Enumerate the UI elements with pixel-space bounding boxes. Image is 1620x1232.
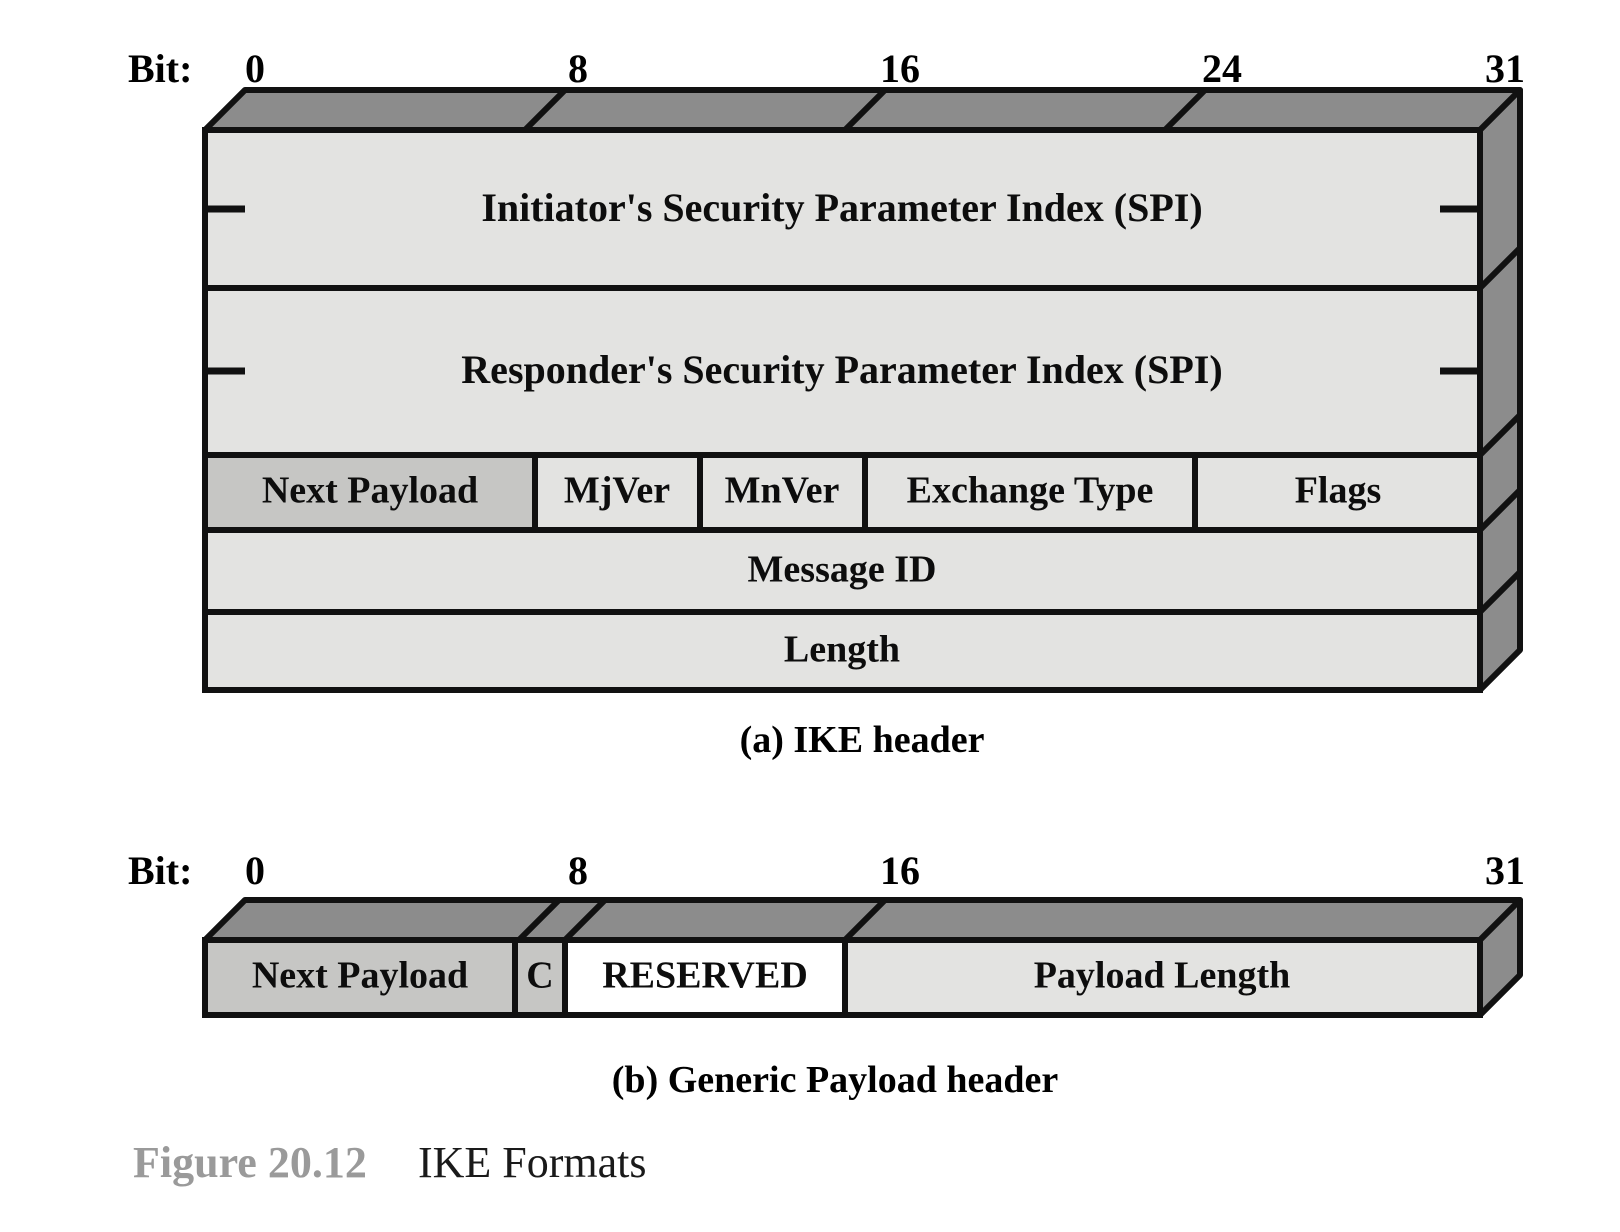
caption-diagram-a: (a) IKE header [740, 719, 985, 761]
bit-tick-a-0: 0 [245, 46, 265, 91]
box-a-top-divider-8 [522, 87, 568, 133]
bit-tick-b-31: 31 [1485, 848, 1525, 893]
cell-label-next-payload-b: Next Payload [252, 955, 468, 997]
bit-tick-a-31: 31 [1485, 46, 1525, 91]
bit-tick-a-16: 16 [880, 46, 920, 91]
box-b-top-divider-7 [516, 897, 562, 943]
box-a-top-divider-16 [842, 87, 888, 133]
cell-label-critical-bit: C [526, 955, 553, 997]
cell-label-next-payload-a: Next Payload [262, 470, 478, 512]
cell-label-flags: Flags [1295, 470, 1382, 512]
bit-tick-b-8: 8 [568, 848, 588, 893]
box-a-top-divider-24 [1162, 87, 1208, 133]
cell-label-payload-length: Payload Length [1034, 955, 1291, 997]
bit-tick-a-8: 8 [568, 46, 588, 91]
bit-tick-b-0: 0 [245, 848, 265, 893]
box-a-side-face [1477, 87, 1523, 693]
figure-number: Figure 20.12 [133, 1138, 367, 1187]
box-a-side-divider-2 [1477, 412, 1523, 458]
cell-flags [1192, 452, 1483, 533]
caption-diagram-b: (b) Generic Payload header [612, 1059, 1059, 1101]
box-a-side-divider-1 [1477, 245, 1523, 291]
bit-tick-a-24: 24 [1202, 46, 1242, 91]
cell-label-responder-spi: Responder's Security Parameter Index (SP… [461, 347, 1222, 392]
cell-mnver [697, 452, 868, 533]
cell-length [202, 609, 1483, 693]
bit-label-a: Bit: [128, 46, 192, 91]
cell-label-message-id: Message ID [748, 549, 937, 591]
diagram-b-group: Bit: 0 8 16 31 Next Payload C RESERVED P… [128, 848, 1525, 1101]
cell-label-reserved: RESERVED [602, 955, 808, 997]
cell-label-initiator-spi: Initiator's Security Parameter Index (SP… [481, 185, 1202, 230]
cell-label-mjver: MjVer [564, 470, 670, 512]
cell-payload-length [842, 937, 1483, 1018]
diagram-a-group: Bit: 0 8 16 24 31 Initiator's Security P… [128, 46, 1525, 761]
box-b-top-divider-8 [562, 897, 608, 943]
box-a-side-divider-3 [1477, 487, 1523, 533]
cell-label-length: Length [784, 629, 900, 671]
cell-label-mnver: MnVer [725, 470, 840, 512]
box-b-top-divider-16 [842, 897, 888, 943]
figure-title: IKE Formats [418, 1138, 647, 1187]
box-a-side-divider-4 [1477, 569, 1523, 615]
cell-next-payload-a [202, 452, 538, 533]
cell-message-id [202, 527, 1483, 615]
bit-tick-b-16: 16 [880, 848, 920, 893]
figure-caption-group: Figure 20.12 IKE Formats [133, 1138, 647, 1187]
bit-label-b: Bit: [128, 848, 192, 893]
cell-label-exchange-type: Exchange Type [907, 470, 1154, 512]
